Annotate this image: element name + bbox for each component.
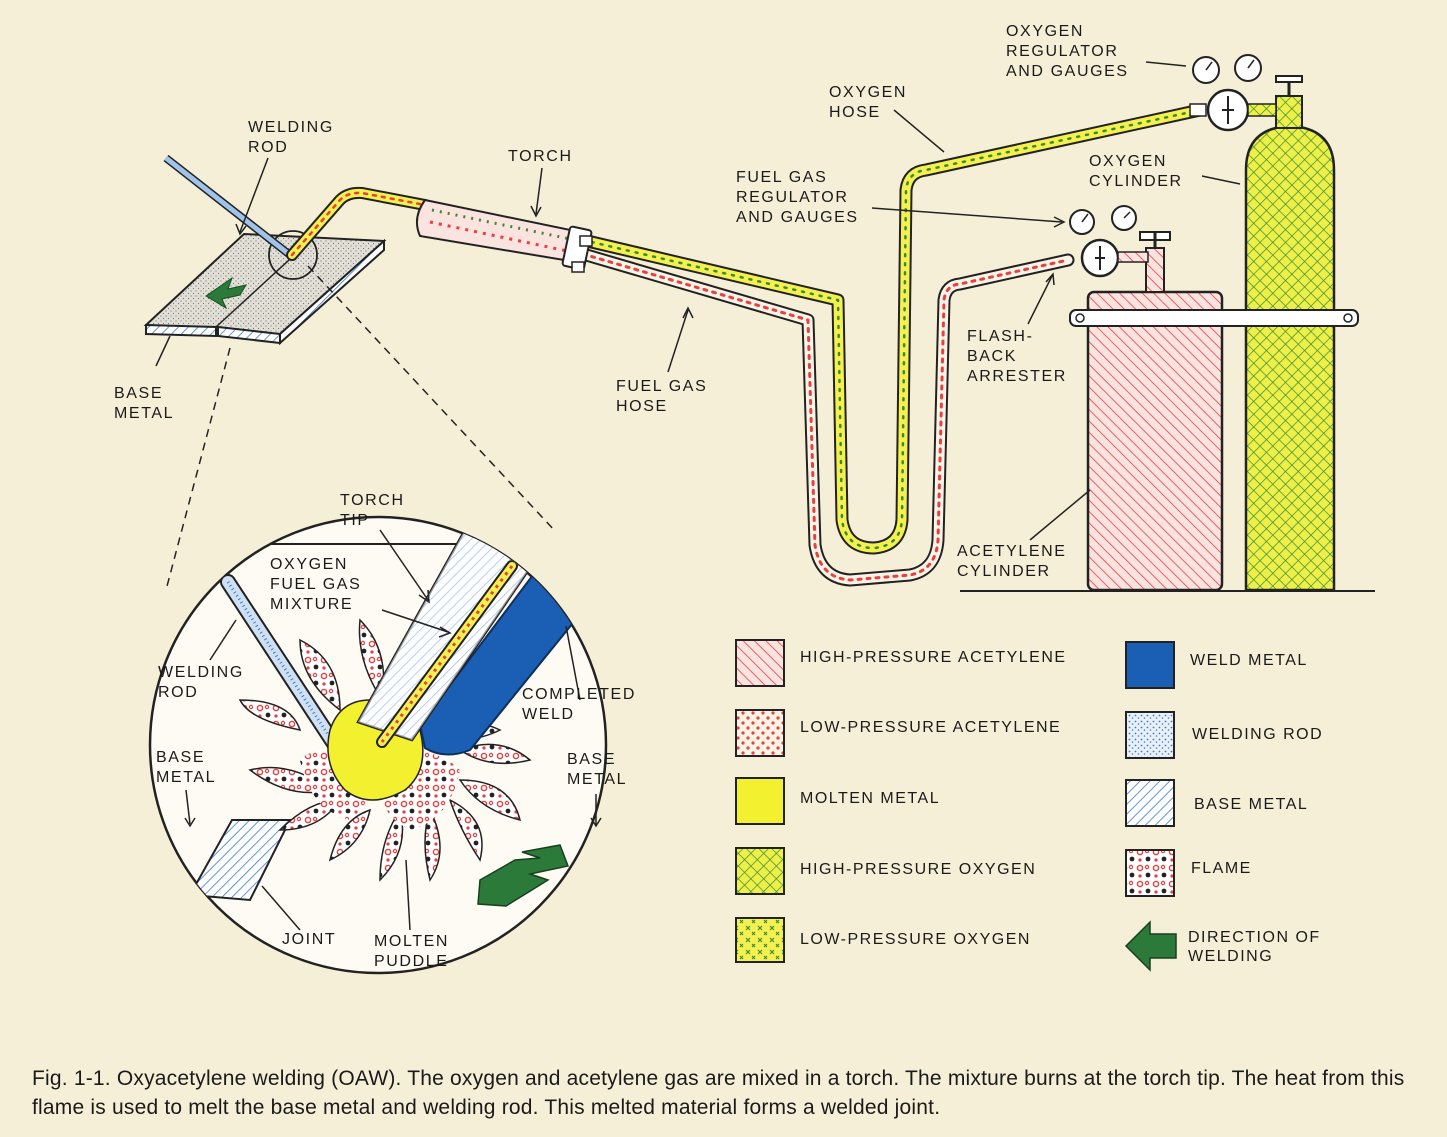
legend-label-weld-metal: WELD METAL bbox=[1190, 652, 1308, 669]
swatch-low-pressure-oxygen bbox=[735, 917, 785, 963]
legend-label-welding-rod: WELDING ROD bbox=[1192, 726, 1324, 743]
legend-label-low-pressure-oxygen: LOW-PRESSURE OXYGEN bbox=[800, 931, 1031, 948]
swatch-high-pressure-oxygen bbox=[735, 847, 785, 895]
direction-arrow-icon bbox=[477, 844, 570, 907]
label-molten-puddle: MOLTEN PUDDLE bbox=[374, 933, 450, 970]
torch-body bbox=[415, 198, 593, 273]
legend-label-high-pressure-acetylene: HIGH-PRESSURE ACETYLENE bbox=[800, 649, 1067, 666]
legend-label-base-metal: BASE METAL bbox=[1194, 796, 1309, 813]
cylinder-strap bbox=[1069, 309, 1359, 327]
label-completed-weld: COMPLETED WELD bbox=[522, 686, 636, 723]
label-fuel-gas-regulator: FUEL GAS REGULATOR AND GAUGES bbox=[736, 169, 859, 226]
legend-label-low-pressure-acetylene: LOW-PRESSURE ACETYLENE bbox=[800, 719, 1062, 736]
figure-caption: Fig. 1-1. Oxyacetylene welding (OAW). Th… bbox=[32, 1067, 1405, 1119]
oxygen-hose bbox=[576, 103, 1207, 555]
fuel-gas-hose bbox=[576, 247, 1075, 587]
label-base-metal: BASE METAL bbox=[114, 385, 175, 422]
label-torch-tip: TORCH TIP bbox=[340, 492, 405, 529]
swatch-base-metal bbox=[1125, 779, 1175, 827]
legend-swatches bbox=[735, 639, 1177, 972]
leader-lines bbox=[155, 61, 1241, 591]
label-oxygen-regulator: OXYGEN REGULATOR AND GAUGES bbox=[1006, 23, 1129, 80]
swatch-low-pressure-acetylene bbox=[735, 709, 785, 757]
label-welding-rod: WELDING ROD bbox=[248, 119, 334, 156]
swatch-flame bbox=[1125, 849, 1175, 897]
swatch-direction-arrow-icon bbox=[1124, 920, 1177, 972]
label-acetylene-cylinder: ACETYLENE CYLINDER bbox=[957, 543, 1067, 580]
legend-label-high-pressure-oxygen: HIGH-PRESSURE OXYGEN bbox=[800, 861, 1037, 878]
workpiece bbox=[143, 154, 387, 346]
acetylene-cylinder bbox=[1086, 231, 1224, 592]
oxygen-regulator bbox=[1189, 54, 1277, 132]
legend-label-flame: FLAME bbox=[1191, 860, 1252, 877]
label-oxygen-hose: OXYGEN HOSE bbox=[829, 84, 908, 121]
label-fuel-gas-hose: FUEL GAS HOSE bbox=[616, 378, 708, 415]
label-inset-base-metal-right: BASE METAL bbox=[567, 751, 628, 788]
label-inset-welding-rod: WELDING ROD bbox=[158, 664, 244, 701]
label-oxygen-cylinder: OXYGEN CYLINDER bbox=[1089, 153, 1183, 190]
swatch-molten-metal bbox=[735, 777, 785, 825]
swatch-high-pressure-acetylene bbox=[735, 639, 785, 687]
legend-label-molten-metal: MOLTEN METAL bbox=[800, 790, 941, 807]
fuel-gas-regulator bbox=[1069, 205, 1149, 278]
label-torch: TORCH bbox=[508, 148, 573, 165]
oxygen-cylinder bbox=[1244, 75, 1336, 592]
label-joint: JOINT bbox=[282, 931, 337, 948]
label-oxygen-fuel-gas-mixture: OXYGEN FUEL GAS MIXTURE bbox=[270, 556, 362, 613]
swatch-welding-rod bbox=[1125, 711, 1175, 759]
label-flashback-arrester: FLASH- BACK ARRESTER bbox=[967, 328, 1067, 385]
inset-leader-lines bbox=[184, 529, 602, 931]
legend-label-direction-of-welding: DIRECTION OF WELDING bbox=[1188, 929, 1321, 965]
label-inset-base-metal-left: BASE METAL bbox=[156, 749, 217, 786]
swatch-weld-metal bbox=[1125, 641, 1175, 689]
torch-neck bbox=[286, 186, 431, 261]
